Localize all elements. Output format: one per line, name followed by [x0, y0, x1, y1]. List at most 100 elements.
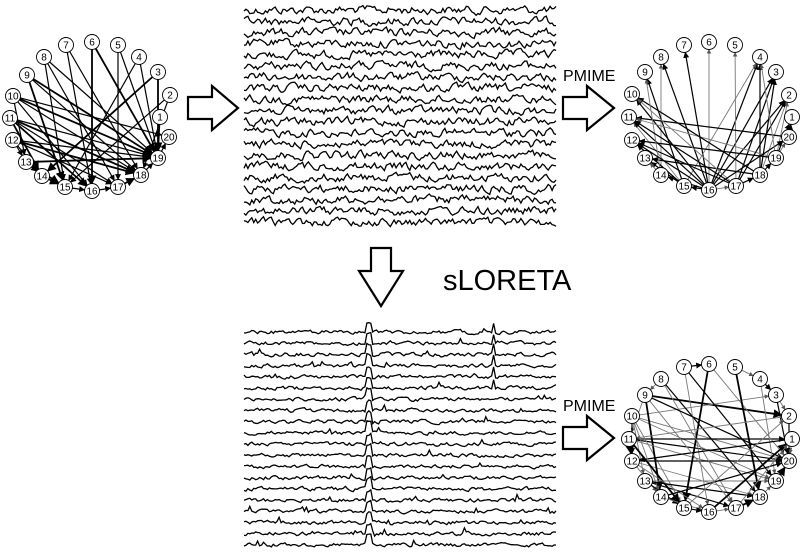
network-node: [752, 489, 768, 505]
sloreta-signals-panel: [243, 322, 557, 548]
network-node: [84, 34, 100, 50]
network-edge: [649, 400, 732, 503]
network-node-label: 4: [757, 375, 763, 386]
network-node: [84, 183, 100, 199]
network-node-label: 9: [642, 68, 648, 79]
signal-trace: [243, 15, 556, 28]
signal-trace: [243, 488, 557, 504]
network-node-label: 7: [681, 41, 687, 52]
network-node: [161, 129, 177, 145]
network-edge: [691, 362, 703, 369]
network-node: [5, 132, 21, 148]
network-node-label: 9: [642, 391, 648, 402]
eeg-signals-panel: [243, 4, 557, 228]
signal-trace: [243, 25, 557, 40]
network-edge: [713, 100, 785, 185]
network-edge: [760, 78, 777, 168]
network-edge: [713, 369, 785, 456]
network-node: [18, 154, 34, 170]
network-edge: [742, 499, 755, 508]
network-edge: [764, 383, 772, 391]
signal-trace: [243, 93, 557, 106]
network-edge: [779, 401, 786, 410]
signal-trace: [243, 366, 557, 380]
network-node-label: 18: [754, 171, 766, 182]
network-node: [768, 387, 784, 403]
signal-trace: [243, 386, 557, 403]
network-edge: [70, 99, 165, 183]
network-node-label: 16: [703, 186, 715, 197]
network-node: [752, 167, 768, 183]
network-edge: [651, 156, 753, 175]
network-node: [2, 110, 18, 126]
network-node: [701, 504, 717, 520]
network-edge: [634, 422, 660, 491]
network-node-label: 4: [136, 53, 142, 64]
right-arrow-3: [561, 413, 616, 463]
network-edge: [637, 143, 704, 187]
network-edge: [779, 143, 786, 152]
network-node-label: 12: [626, 457, 638, 468]
network-node: [58, 37, 74, 53]
network-node: [131, 49, 147, 65]
network-node: [637, 64, 653, 80]
network-node: [34, 168, 50, 184]
network-node-label: 1: [157, 113, 163, 124]
network-node-label: 8: [41, 53, 47, 64]
network-node: [727, 359, 743, 375]
network-edge: [638, 138, 769, 158]
network-edge: [12, 124, 40, 171]
network-node: [728, 500, 744, 516]
network-edge: [15, 122, 88, 187]
signal-trace: [243, 342, 557, 358]
network-node-label: 19: [152, 154, 164, 165]
network-edge: [625, 444, 635, 455]
network-edge: [638, 439, 785, 463]
sloreta-label: sLORETA: [443, 265, 572, 297]
signal-trace: [243, 499, 557, 515]
network-edge: [632, 444, 681, 503]
signal-trace: [243, 37, 557, 51]
network-node-label: 17: [730, 182, 742, 193]
network-edge: [741, 369, 754, 377]
signal-trace: [243, 455, 557, 470]
network-edge: [764, 485, 772, 493]
network-node-label: 14: [655, 493, 667, 504]
network-node-label: 6: [706, 38, 712, 49]
down-arrow: [357, 246, 405, 309]
network-node-label: 2: [786, 91, 792, 102]
network-node: [727, 37, 743, 53]
signal-trace: [243, 4, 557, 17]
signal-trace: [243, 115, 557, 129]
network-node-label: 14: [655, 171, 667, 182]
network-node-label: 16: [86, 187, 98, 198]
network-edge: [652, 395, 783, 419]
network-node: [653, 167, 669, 183]
network-node: [621, 109, 637, 125]
network-node-label: 6: [89, 38, 95, 49]
network-node-label: 3: [773, 68, 779, 79]
network-edge: [690, 185, 702, 192]
network-edge: [651, 397, 783, 459]
network-node: [162, 87, 178, 103]
network-edge: [633, 423, 645, 475]
network-edge: [687, 63, 757, 180]
network-node: [19, 67, 35, 83]
network-edge: [649, 163, 657, 170]
network-node-label: 15: [678, 504, 690, 515]
network-node-label: 5: [732, 41, 738, 52]
network-node-label: 12: [626, 136, 638, 147]
network-node: [150, 64, 166, 80]
network-node: [701, 356, 717, 372]
signal-trace: [243, 322, 557, 336]
network-edge: [47, 63, 115, 182]
signal-trace: [243, 104, 557, 117]
network-node-label: 10: [626, 412, 638, 423]
network-edge: [633, 122, 680, 181]
signal-trace: [243, 533, 556, 548]
network-node-label: 18: [754, 493, 766, 504]
network-node-label: 11: [624, 113, 635, 124]
network-edge: [664, 385, 733, 502]
network-node: [110, 179, 126, 195]
